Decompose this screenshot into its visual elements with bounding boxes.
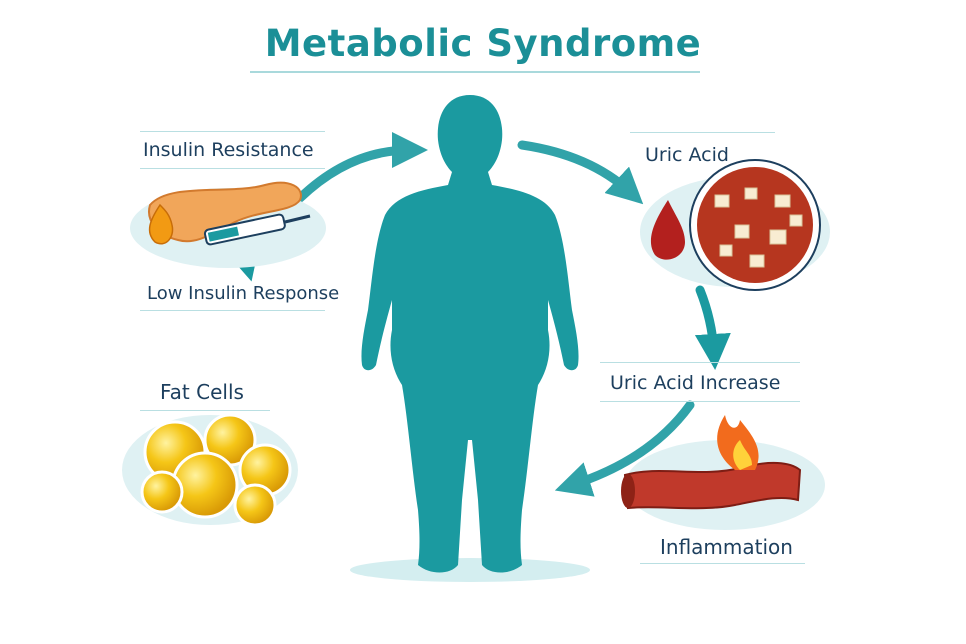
divider: [140, 410, 270, 411]
label-insulin-resistance: Insulin Resistance: [143, 139, 314, 161]
uric-acid-dish-icon: [640, 159, 830, 291]
arrow-uric-to-increase: [694, 285, 731, 370]
divider: [600, 401, 800, 402]
fat-cells-icon: [122, 413, 298, 527]
label-inflammation: Inflammation: [660, 535, 793, 559]
divider: [640, 563, 805, 564]
divider: [140, 131, 325, 132]
divider: [600, 362, 800, 363]
pancreas-syringe-icon: [130, 181, 326, 268]
label-fat-cells: Fat Cells: [160, 380, 244, 404]
arrow-body-to-uric: [517, 140, 644, 205]
divider: [140, 310, 325, 311]
divider: [140, 168, 325, 169]
label-uric-acid-increase: Uric Acid Increase: [610, 372, 781, 394]
arrow-inflammation-to-body: [554, 400, 695, 497]
inflamed-vessel-icon: [621, 415, 825, 530]
divider: [630, 132, 775, 133]
page-title: Metabolic Syndrome: [264, 22, 702, 65]
label-uric-acid: Uric Acid: [645, 144, 729, 166]
arrow-insulin-to-body: [295, 132, 428, 203]
body-silhouette-icon: [350, 95, 590, 582]
label-low-insulin-response: Low Insulin Response: [147, 283, 340, 304]
